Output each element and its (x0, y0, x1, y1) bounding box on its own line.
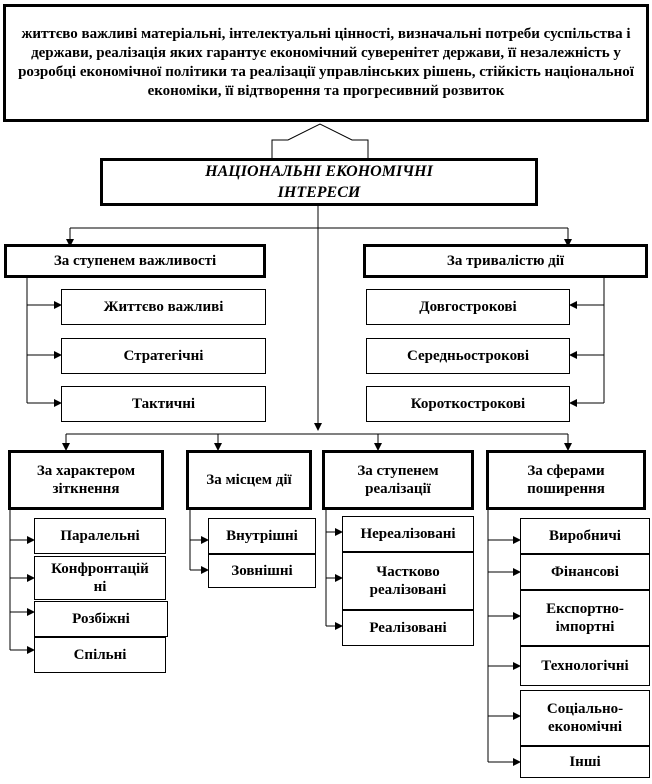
spheres-item-label: Соціально-економічні (546, 701, 624, 735)
category-realization-label: За ступенем реалізації (357, 463, 439, 497)
definition-text: життєво важливі матеріальні, інтелектуал… (18, 26, 634, 99)
place-item-external: Зовнішні (208, 554, 316, 588)
duration-item-long: Довгострокові (366, 289, 570, 325)
category-place: За місцем дії (186, 450, 312, 510)
character-item-divergent: Розбіжні (34, 601, 168, 637)
importance-item-label: Стратегічні (123, 348, 204, 364)
character-item-label: Розбіжні (72, 611, 130, 627)
spheres-item-label: Експортно-імпортні (546, 601, 624, 635)
category-duration-label: За тривалістю дії (446, 253, 565, 269)
category-spheres: За сферами поширення (486, 450, 646, 510)
spheres-item-label: Інші (569, 754, 601, 770)
definition-box: життєво важливі матеріальні, інтелектуал… (3, 4, 649, 122)
realization-item-label: Нереалізовані (360, 526, 456, 542)
duration-item-label: Короткострокові (410, 396, 526, 412)
place-item-label: Зовнішні (231, 563, 293, 579)
realization-item-label: Реалізовані (369, 620, 447, 636)
realization-item-partial: Частково реалізовані (342, 552, 474, 610)
spheres-item-socio-economic: Соціально-економічні (520, 690, 650, 746)
category-spheres-label: За сферами поширення (527, 463, 605, 497)
hollow-up-arrow (271, 123, 369, 158)
character-item-label: Спільні (73, 647, 127, 663)
spheres-item-financial: Фінансові (520, 554, 650, 590)
character-item-label: Конфронтаційні (51, 561, 149, 595)
category-character-label: За характером зіткнення (36, 463, 136, 497)
realization-item-unrealized: Нереалізовані (342, 516, 474, 552)
place-item-internal: Внутрішні (208, 518, 316, 554)
character-item-common: Спільні (34, 637, 166, 673)
importance-item-strategic: Стратегічні (61, 338, 266, 374)
category-importance: За ступенем важливості (4, 244, 266, 278)
category-character: За характером зіткнення (8, 450, 164, 510)
main-title-box: НАЦІОНАЛЬНІ ЕКОНОМІЧНІ ІНТЕРЕСИ (100, 158, 538, 206)
category-realization: За ступенем реалізації (322, 450, 474, 510)
duration-item-label: Довгострокові (419, 299, 517, 315)
spheres-item-label: Виробничі (549, 528, 621, 544)
spheres-item-label: Технологічні (541, 658, 629, 674)
spheres-item-other: Інші (520, 746, 650, 778)
character-item-label: Паралельні (60, 528, 140, 544)
duration-item-medium: Середньострокові (366, 338, 570, 374)
importance-item-label: Тактичні (131, 396, 196, 412)
duration-item-short: Короткострокові (366, 386, 570, 422)
spheres-item-technological: Технологічні (520, 646, 650, 686)
importance-item-label: Життєво важливі (103, 299, 224, 315)
spheres-item-production: Виробничі (520, 518, 650, 554)
category-duration: За тривалістю дії (363, 244, 648, 278)
importance-item-vital: Життєво важливі (61, 289, 266, 325)
main-title: НАЦІОНАЛЬНІ ЕКОНОМІЧНІ ІНТЕРЕСИ (205, 163, 433, 201)
character-item-parallel: Паралельні (34, 518, 166, 554)
importance-item-tactical: Тактичні (61, 386, 266, 422)
spheres-item-label: Фінансові (551, 564, 619, 580)
spheres-item-export-import: Експортно-імпортні (520, 590, 650, 646)
realization-item-label: Частково реалізовані (369, 564, 447, 598)
character-item-confrontational: Конфронтаційні (34, 556, 166, 600)
place-item-label: Внутрішні (226, 528, 298, 544)
duration-item-label: Середньострокові (406, 348, 530, 364)
category-place-label: За місцем дії (206, 472, 292, 488)
category-importance-label: За ступенем важливості (53, 253, 217, 269)
realization-item-realized: Реалізовані (342, 610, 474, 646)
